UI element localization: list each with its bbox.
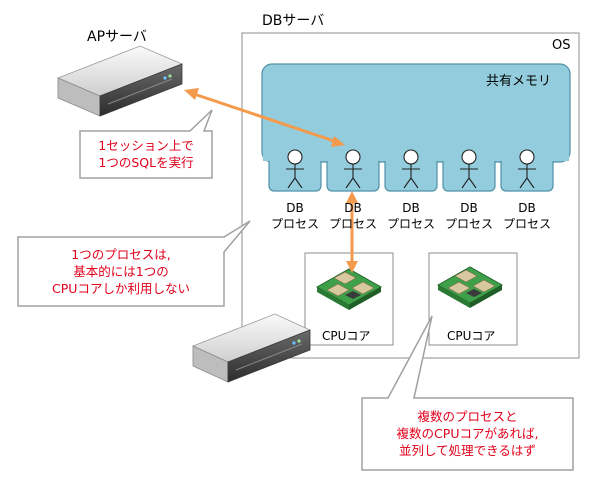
callout-session-text: 1セッション上で 1つのSQLを実行 — [98, 138, 194, 170]
cpu-chip-icon — [436, 266, 504, 308]
callout-parallel-box — [361, 315, 574, 471]
callout-process-text: 1つのプロセスは, 基本的には1つの CPUコアしか利用しない — [52, 247, 190, 296]
cpu-chip-icon — [315, 268, 383, 310]
callout-session-box — [79, 109, 213, 179]
process-figure-icon — [286, 149, 304, 189]
callout-parallel-text: 複数のプロセスと 複数のCPUコアがあれば, 並列して処理できるはず — [396, 409, 539, 458]
arrow-ap-to-process — [184, 88, 345, 147]
ap-server-icon — [56, 45, 184, 117]
process-figure-icon — [344, 149, 362, 189]
db-server-label: DBサーバ — [262, 13, 325, 29]
arrow-process-to-cpu — [346, 191, 358, 273]
cpu-core-label: CPUコア — [322, 329, 371, 343]
process-figure-icon — [460, 149, 478, 189]
shared-memory-label: 共有メモリ — [486, 74, 552, 89]
os-label: OS — [552, 38, 571, 53]
server-icon — [191, 313, 312, 383]
process-figures — [286, 149, 536, 189]
ap-server-label: APサーバ — [87, 29, 147, 45]
cpu-core-label: CPUコア — [447, 329, 496, 343]
process-figure-icon — [402, 149, 420, 189]
process-figure-icon — [518, 149, 536, 189]
callout-process-box — [17, 220, 251, 307]
